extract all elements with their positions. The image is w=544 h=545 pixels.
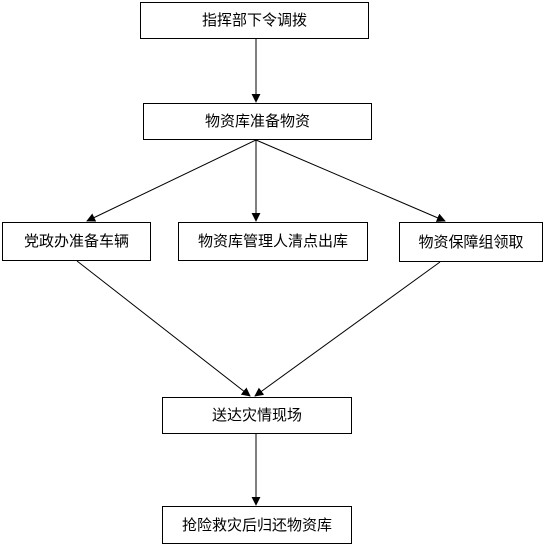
node-command-dispatch: 指挥部下令调拨 [140, 2, 369, 39]
arrow-support-to-deliver [254, 261, 441, 397]
node-warehouse-prepare: 物资库准备物资 [143, 103, 372, 140]
node-support-team-receive: 物资保障组领取 [399, 222, 543, 262]
node-party-office-vehicles: 党政办准备车辆 [2, 222, 151, 261]
arrow-prepare-to-support [255, 139, 446, 222]
arrow-prepare-to-party [86, 139, 257, 222]
node-deliver-to-site: 送达灾情现场 [162, 397, 352, 434]
node-warehouse-manager-checkout: 物资库管理人清点出库 [178, 222, 368, 261]
arrow-party-to-deliver [76, 260, 251, 397]
node-return-to-warehouse: 抢险救灾后归还物资库 [162, 506, 352, 544]
